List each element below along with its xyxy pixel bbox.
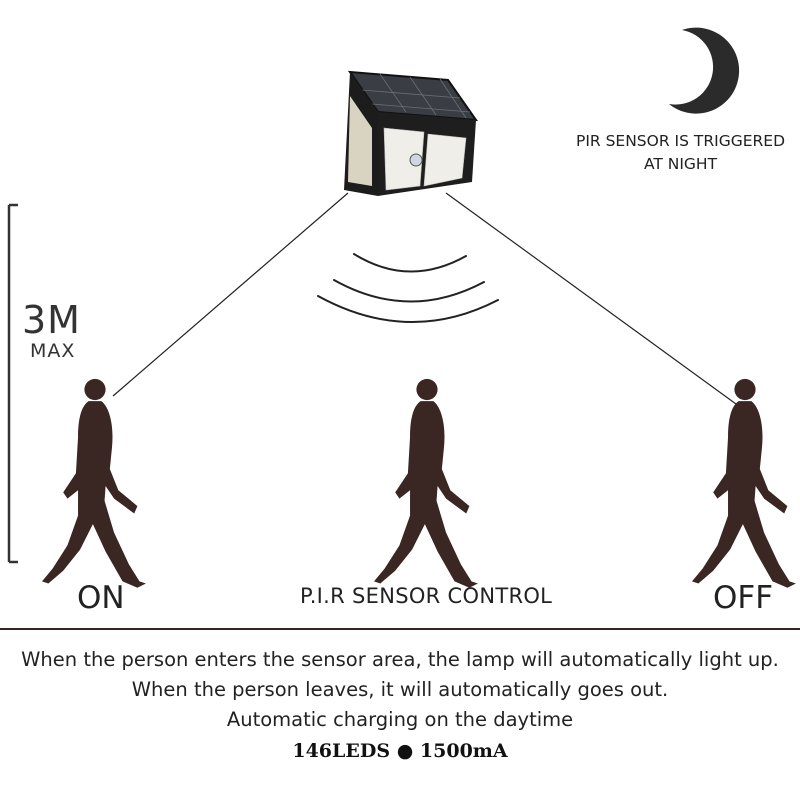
divider <box>0 628 800 630</box>
height-bracket <box>7 203 18 564</box>
spec-battery: 1500mA <box>419 740 508 762</box>
pir-note-line1: PIR SENSOR IS TRIGGERED <box>575 132 786 150</box>
description-line2: When the person leaves, it will automati… <box>131 678 669 701</box>
sensor-wave-icon <box>317 253 499 324</box>
pir-trigger-note: PIR SENSOR IS TRIGGERED AT NIGHT <box>563 130 798 176</box>
walking-person-icon <box>42 378 146 588</box>
state-on-label: ON <box>77 580 125 616</box>
detection-lines <box>112 192 737 405</box>
spec-separator: ● <box>396 740 414 762</box>
walking-person-icon <box>692 378 796 588</box>
height-unit: MAX <box>30 340 76 362</box>
sensor-diagram <box>7 27 796 588</box>
solar-lamp-icon <box>344 70 479 196</box>
spec-line: 146LEDS ● 1500mA <box>0 740 800 762</box>
height-value: 3M <box>22 298 81 342</box>
description: When the person enters the sensor area, … <box>0 645 800 735</box>
walking-person-icon <box>374 378 478 588</box>
control-label: P.I.R SENSOR CONTROL <box>300 584 553 608</box>
description-line1: When the person enters the sensor area, … <box>21 648 779 671</box>
spec-leds: 146LEDS <box>292 740 391 762</box>
crescent-moon-icon <box>669 27 740 114</box>
pir-note-line2: AT NIGHT <box>643 155 718 173</box>
state-off-label: OFF <box>713 580 774 616</box>
description-line3: Automatic charging on the daytime <box>226 708 574 731</box>
